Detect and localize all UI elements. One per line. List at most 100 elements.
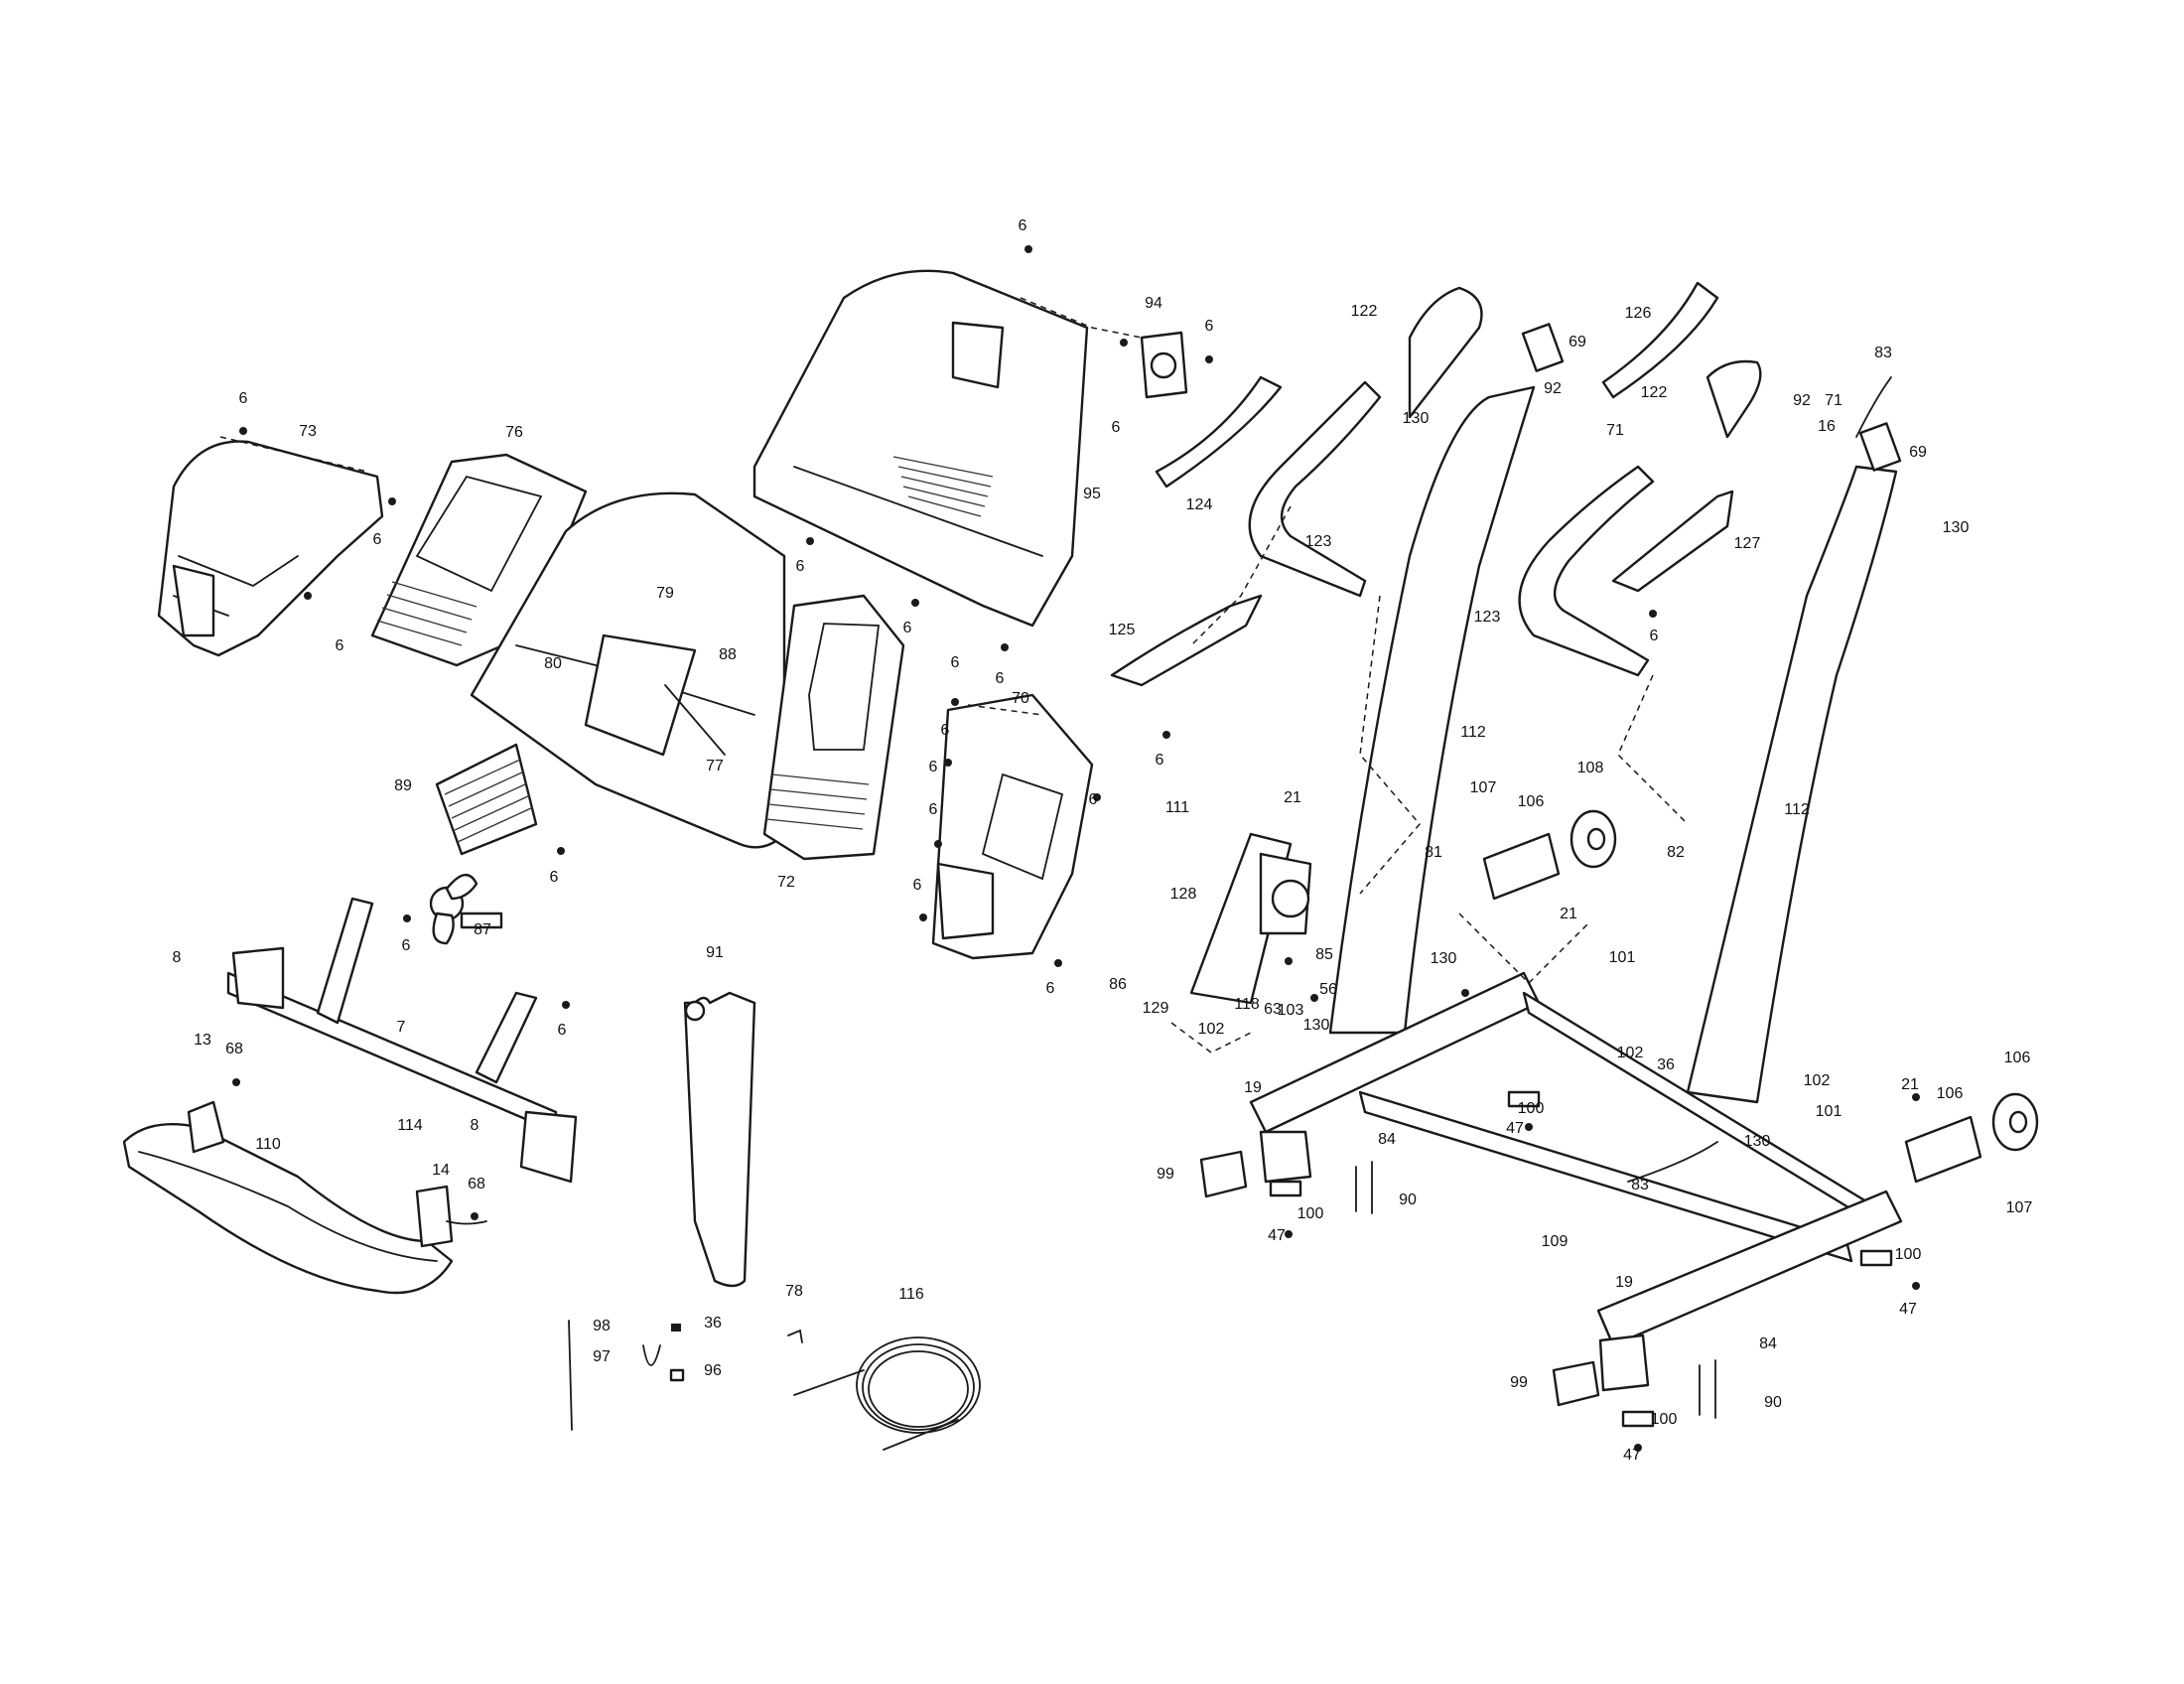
wheel-106-right [1991, 1092, 2039, 1152]
pad-100-2 [1507, 1090, 1541, 1108]
screws [232, 245, 1920, 1452]
frame-7 [226, 897, 578, 1184]
callout-label: 100 [1895, 1246, 1922, 1263]
callout-label: 94 [1145, 295, 1162, 312]
callout-label: 6 [550, 869, 559, 886]
wire-83-upper [1855, 376, 1892, 438]
callout-label: 89 [394, 777, 412, 794]
small-parts-bottom [568, 1320, 803, 1431]
base-frame-109 [1249, 971, 1903, 1392]
callout-label: 6 [558, 1022, 567, 1039]
callout-label: 19 [1615, 1274, 1633, 1291]
callout-label: 6 [951, 654, 960, 671]
callout-label: 100 [1518, 1100, 1545, 1117]
side-cover-72 [762, 594, 905, 861]
console-top-95 [752, 269, 1089, 628]
callout-label: 6 [1650, 628, 1659, 644]
wheel-108 [1570, 809, 1617, 869]
callout-label: 16 [1818, 418, 1836, 435]
callout-label: 69 [1569, 334, 1586, 351]
callout-label: 6 [1112, 419, 1121, 436]
callout-label: 82 [1667, 844, 1685, 861]
callout-label: 73 [299, 423, 317, 440]
callout-label: 71 [1606, 422, 1624, 439]
callout-label: 68 [468, 1176, 485, 1193]
callout-label: 112 [1460, 724, 1486, 741]
bracket-94 [1140, 331, 1188, 399]
callout-label: 130 [1943, 519, 1970, 536]
callout-label: 83 [1874, 345, 1892, 361]
callout-label: 106 [1937, 1085, 1964, 1102]
callout-label: 21 [1560, 906, 1577, 922]
base-110 [122, 1100, 487, 1295]
callout-label: 6 [903, 620, 912, 636]
callout-label: 95 [1083, 486, 1101, 502]
handle-upper-right [1706, 359, 1762, 439]
callout-label: 101 [1609, 949, 1636, 966]
end-cap-99-right [1552, 1360, 1600, 1407]
callout-label: 111 [1165, 799, 1189, 816]
callout-label: 6 [796, 558, 805, 575]
callout-label: 108 [1577, 760, 1604, 776]
bolts-90 [1355, 1161, 1716, 1419]
callout-label: 76 [505, 424, 523, 441]
callout-label: 6 [402, 937, 411, 954]
callout-label: 71 [1825, 392, 1843, 409]
callout-label: 126 [1625, 305, 1652, 322]
plate-69-left [1521, 323, 1565, 372]
callout-label: 8 [173, 949, 182, 966]
callout-label: 102 [1617, 1045, 1644, 1061]
callout-label: 6 [929, 801, 938, 818]
callout-label: 81 [1425, 844, 1442, 861]
callout-label: 92 [1793, 392, 1811, 409]
callout-label: 102 [1804, 1072, 1831, 1089]
callout-label: 68 [225, 1041, 243, 1057]
callout-label: 6 [373, 531, 382, 548]
callout-label: 7 [397, 1019, 406, 1036]
callout-label: 83 [1631, 1177, 1649, 1193]
callout-label: 88 [719, 646, 737, 663]
callout-label: 90 [1399, 1192, 1417, 1208]
callout-label: 128 [1170, 886, 1197, 903]
callout-label: 70 [1012, 690, 1029, 707]
callout-label: 116 [898, 1286, 924, 1303]
callout-label: 123 [1305, 533, 1332, 550]
callout-label: 87 [474, 921, 491, 938]
handle-upper-left [1408, 286, 1483, 419]
callout-label: 86 [1109, 976, 1127, 993]
callout-label: 129 [1143, 1000, 1169, 1017]
callout-label: 80 [544, 655, 562, 672]
callout-label: 85 [1315, 946, 1333, 963]
callout-label: 91 [706, 944, 724, 961]
callout-label: 6 [913, 877, 922, 894]
callout-label: 47 [1623, 1447, 1641, 1464]
callout-label: 130 [1744, 1133, 1771, 1150]
bracket-106-right [1904, 1115, 1982, 1184]
fan-87 [429, 874, 503, 945]
callout-label: 122 [1641, 384, 1668, 401]
callout-label: 101 [1816, 1103, 1843, 1120]
callout-label: 122 [1351, 303, 1378, 320]
pad-100-1 [1269, 1180, 1302, 1197]
bracket-106-left [1482, 832, 1561, 901]
grip-124 [1155, 375, 1283, 489]
handrail-123-left [1248, 380, 1382, 598]
handrail-123-right [1518, 465, 1655, 677]
callout-label: 6 [941, 722, 950, 739]
callout-label: 103 [1278, 1002, 1304, 1019]
callout-label: 123 [1474, 609, 1501, 626]
callout-label: 6 [1205, 318, 1214, 335]
callout-label: 102 [1198, 1021, 1225, 1038]
callout-label: 21 [1284, 789, 1301, 806]
callout-label: 114 [397, 1117, 423, 1134]
lift-motor-128 [1189, 832, 1312, 1005]
wire-83-lower [1627, 1141, 1718, 1183]
callout-label: 47 [1506, 1120, 1524, 1137]
side-shield-70 [931, 693, 1094, 960]
callout-label: 6 [336, 637, 344, 654]
callout-label: 107 [1470, 779, 1497, 796]
wire-116 [793, 1336, 981, 1451]
callout-label: 124 [1186, 496, 1213, 513]
callout-label: 100 [1297, 1205, 1324, 1222]
